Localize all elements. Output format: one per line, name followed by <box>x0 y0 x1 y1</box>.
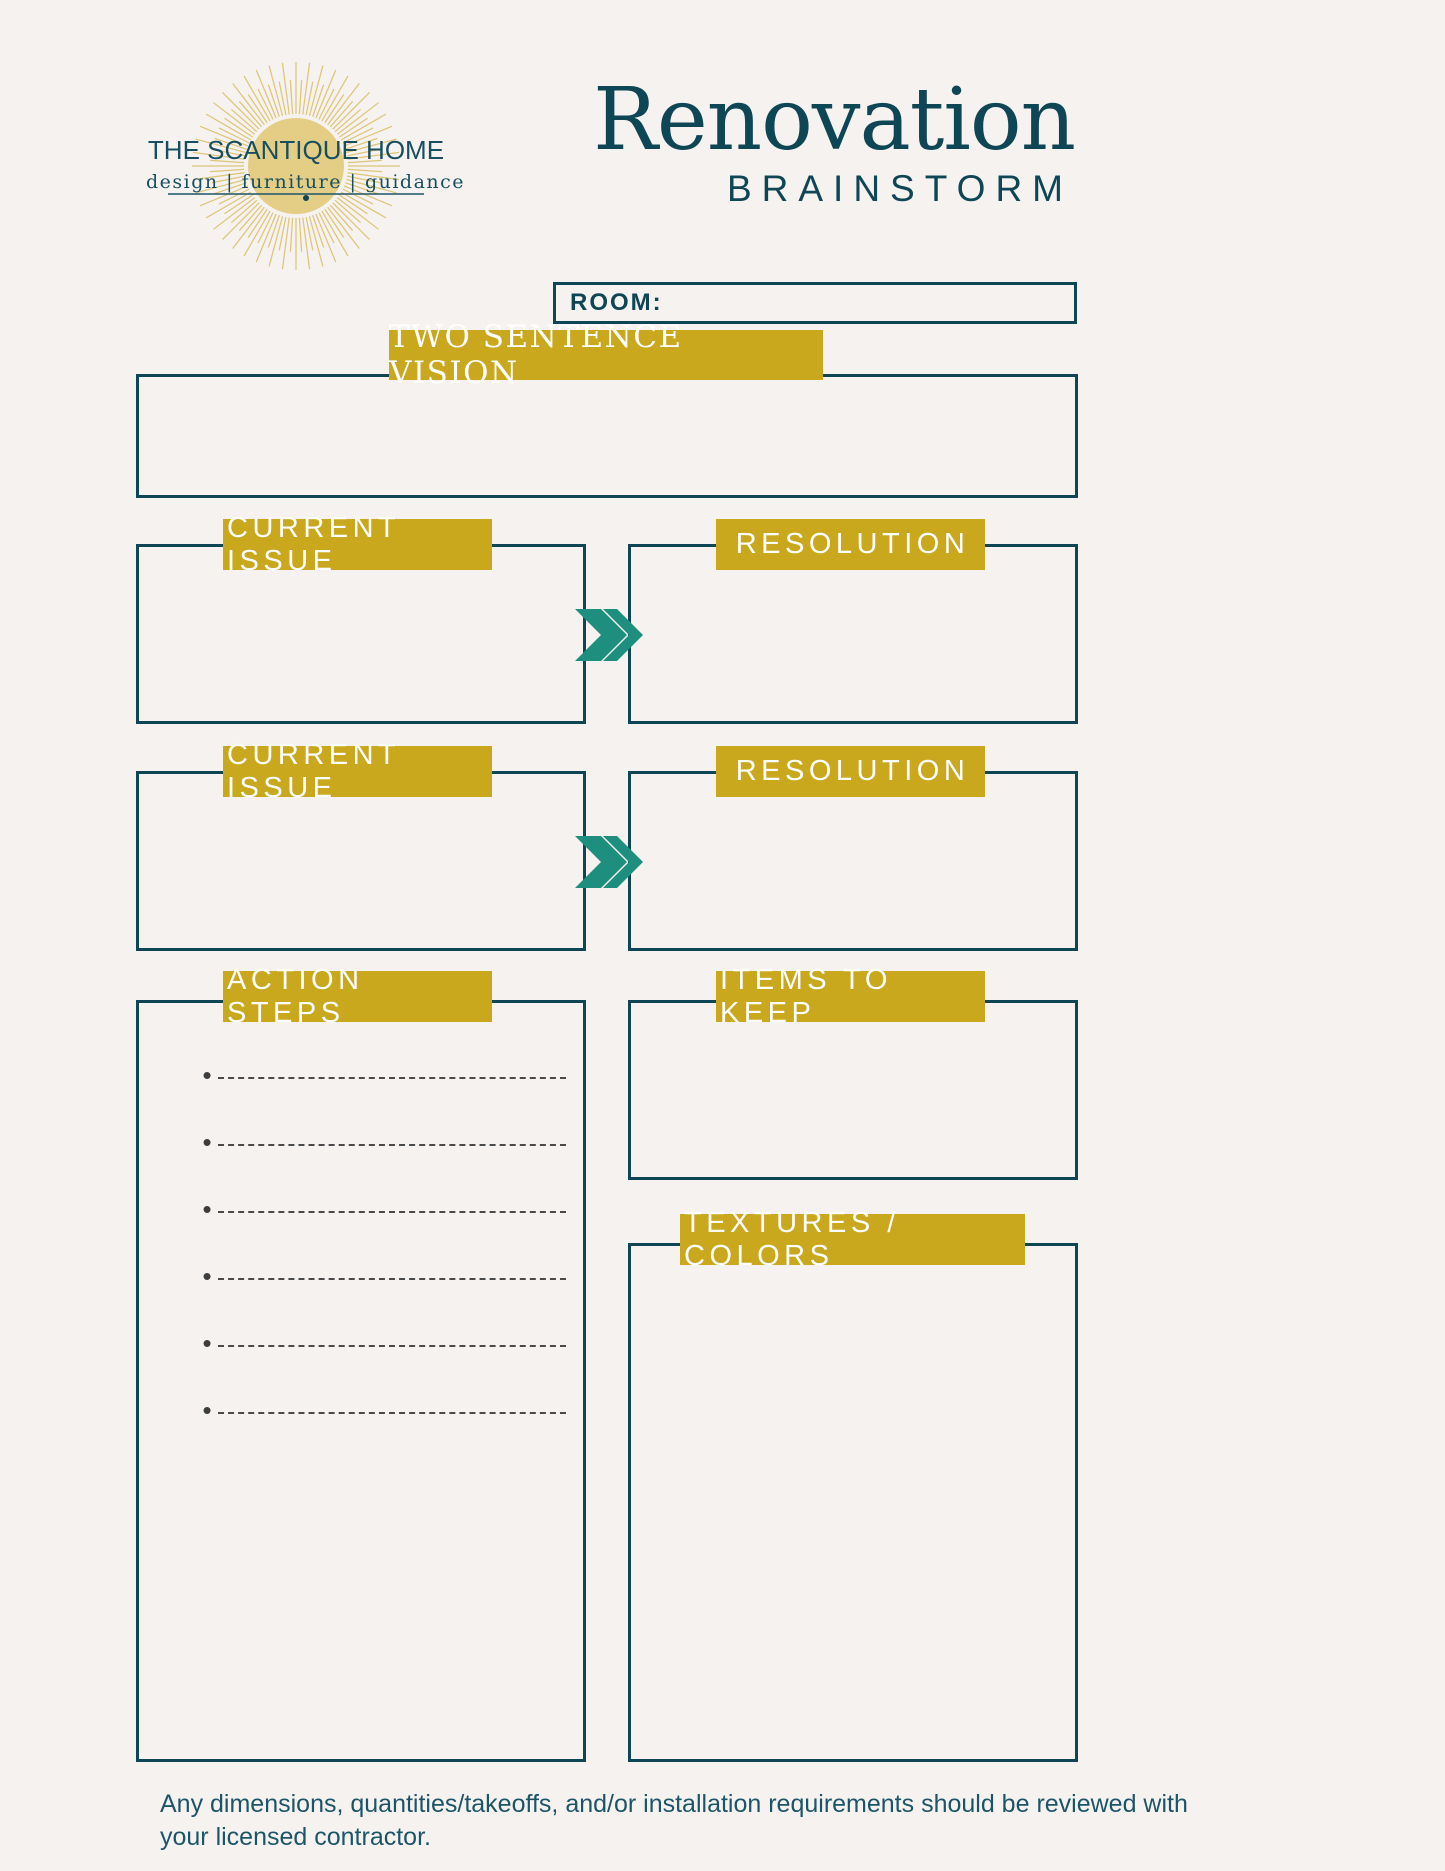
action-step-row[interactable]: • <box>196 1196 566 1222</box>
resolution-2-label: RESOLUTION <box>716 746 985 797</box>
action-steps-box[interactable] <box>136 1000 586 1762</box>
textures-colors-label: TEXTURES / COLORS <box>680 1207 1025 1272</box>
room-input-field[interactable]: ROOM: <box>553 282 1077 324</box>
bullet-icon: • <box>202 1127 212 1157</box>
action-step-row[interactable]: • <box>196 1062 566 1088</box>
bullet-icon: • <box>202 1060 212 1090</box>
vision-label: TWO SENTENCE VISION <box>389 319 823 391</box>
double-chevron-icon <box>575 609 643 661</box>
current-issue-1-label: CURRENT ISSUE <box>223 512 492 577</box>
action-step-row[interactable]: • <box>196 1263 566 1289</box>
logo-tagline: design | furniture | guidance <box>146 171 466 193</box>
action-steps-label: ACTION STEPS <box>223 964 492 1029</box>
action-step-row[interactable]: • <box>196 1129 566 1155</box>
bullet-icon: • <box>202 1261 212 1291</box>
action-step-row[interactable]: • <box>196 1330 566 1356</box>
double-chevron-icon <box>575 836 643 888</box>
current-issue-2-label: CURRENT ISSUE <box>223 739 492 804</box>
items-to-keep-label: ITEMS TO KEEP <box>716 964 985 1029</box>
logo-wordmark: THE SCANTIQUE HOME <box>147 135 445 165</box>
vision-box[interactable] <box>136 374 1078 498</box>
textures-colors-box[interactable] <box>628 1243 1078 1762</box>
bullet-icon: • <box>202 1328 212 1358</box>
action-step-row[interactable]: • <box>196 1397 566 1423</box>
brand-logo: THE SCANTIQUE HOME design | furniture | … <box>146 62 466 277</box>
action-step-line[interactable] <box>218 1278 566 1280</box>
bullet-icon: • <box>202 1194 212 1224</box>
bullet-icon: • <box>202 1395 212 1425</box>
footer-disclaimer: Any dimensions, quantities/takeoffs, and… <box>160 1790 1188 1851</box>
action-step-line[interactable] <box>218 1345 566 1347</box>
sunburst-icon <box>168 62 424 270</box>
room-label: ROOM: <box>570 289 663 316</box>
page-subtitle: BRAINSTORM <box>726 167 1073 209</box>
action-step-line[interactable] <box>218 1144 566 1146</box>
action-step-line[interactable] <box>218 1077 566 1079</box>
action-step-line[interactable] <box>218 1211 566 1213</box>
page-title-block: Renovation BRAINSTORM <box>575 70 1076 210</box>
page-title: Renovation <box>593 70 1076 170</box>
action-step-line[interactable] <box>218 1412 566 1414</box>
resolution-1-box[interactable] <box>628 544 1078 724</box>
resolution-2-box[interactable] <box>628 771 1078 951</box>
resolution-1-label: RESOLUTION <box>716 519 985 570</box>
